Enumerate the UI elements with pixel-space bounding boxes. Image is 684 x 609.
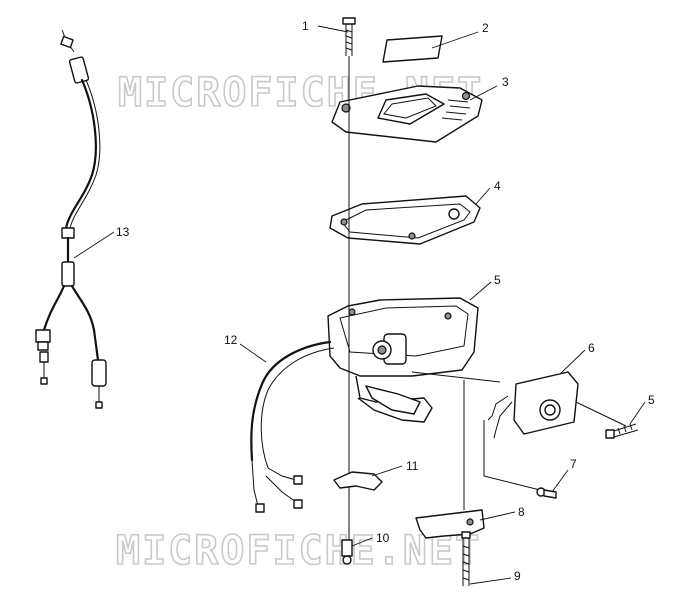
part-9-screw [461,531,471,586]
watermark-bottom: MICROFICHE.NET [116,528,481,574]
callout-4: 4 [494,179,501,193]
callout-labels: 1 2 3 4 5 5 6 7 8 9 10 11 12 13 [116,19,655,583]
part-8-clamp [415,380,485,539]
part-1-screw [342,17,356,540]
callout-3: 3 [502,75,509,89]
part-7-screw [536,487,557,499]
callout-10: 10 [376,531,390,545]
throttle-cable [35,29,107,409]
part-11-bracket [333,471,383,491]
callout-6: 6 [588,341,595,355]
callout-5-top: 5 [494,273,501,287]
callout-9: 9 [514,569,521,583]
part-10-screw [341,539,353,565]
part-12-harness [250,340,335,513]
part-5-screw-right [605,423,639,439]
callout-12: 12 [224,333,238,347]
callout-2: 2 [482,21,489,35]
callout-11: 11 [406,459,419,473]
part-6-switch [483,371,627,491]
part-3-cover [331,85,483,143]
part-2-decal [382,35,443,63]
callout-5-right: 5 [648,393,655,407]
callout-13: 13 [116,225,130,239]
callout-1: 1 [302,19,309,33]
part-4-gasket [329,195,481,245]
part-5-housing [327,297,501,423]
callout-7: 7 [570,457,577,471]
leader-lines [73,25,646,585]
callout-8: 8 [518,505,525,519]
